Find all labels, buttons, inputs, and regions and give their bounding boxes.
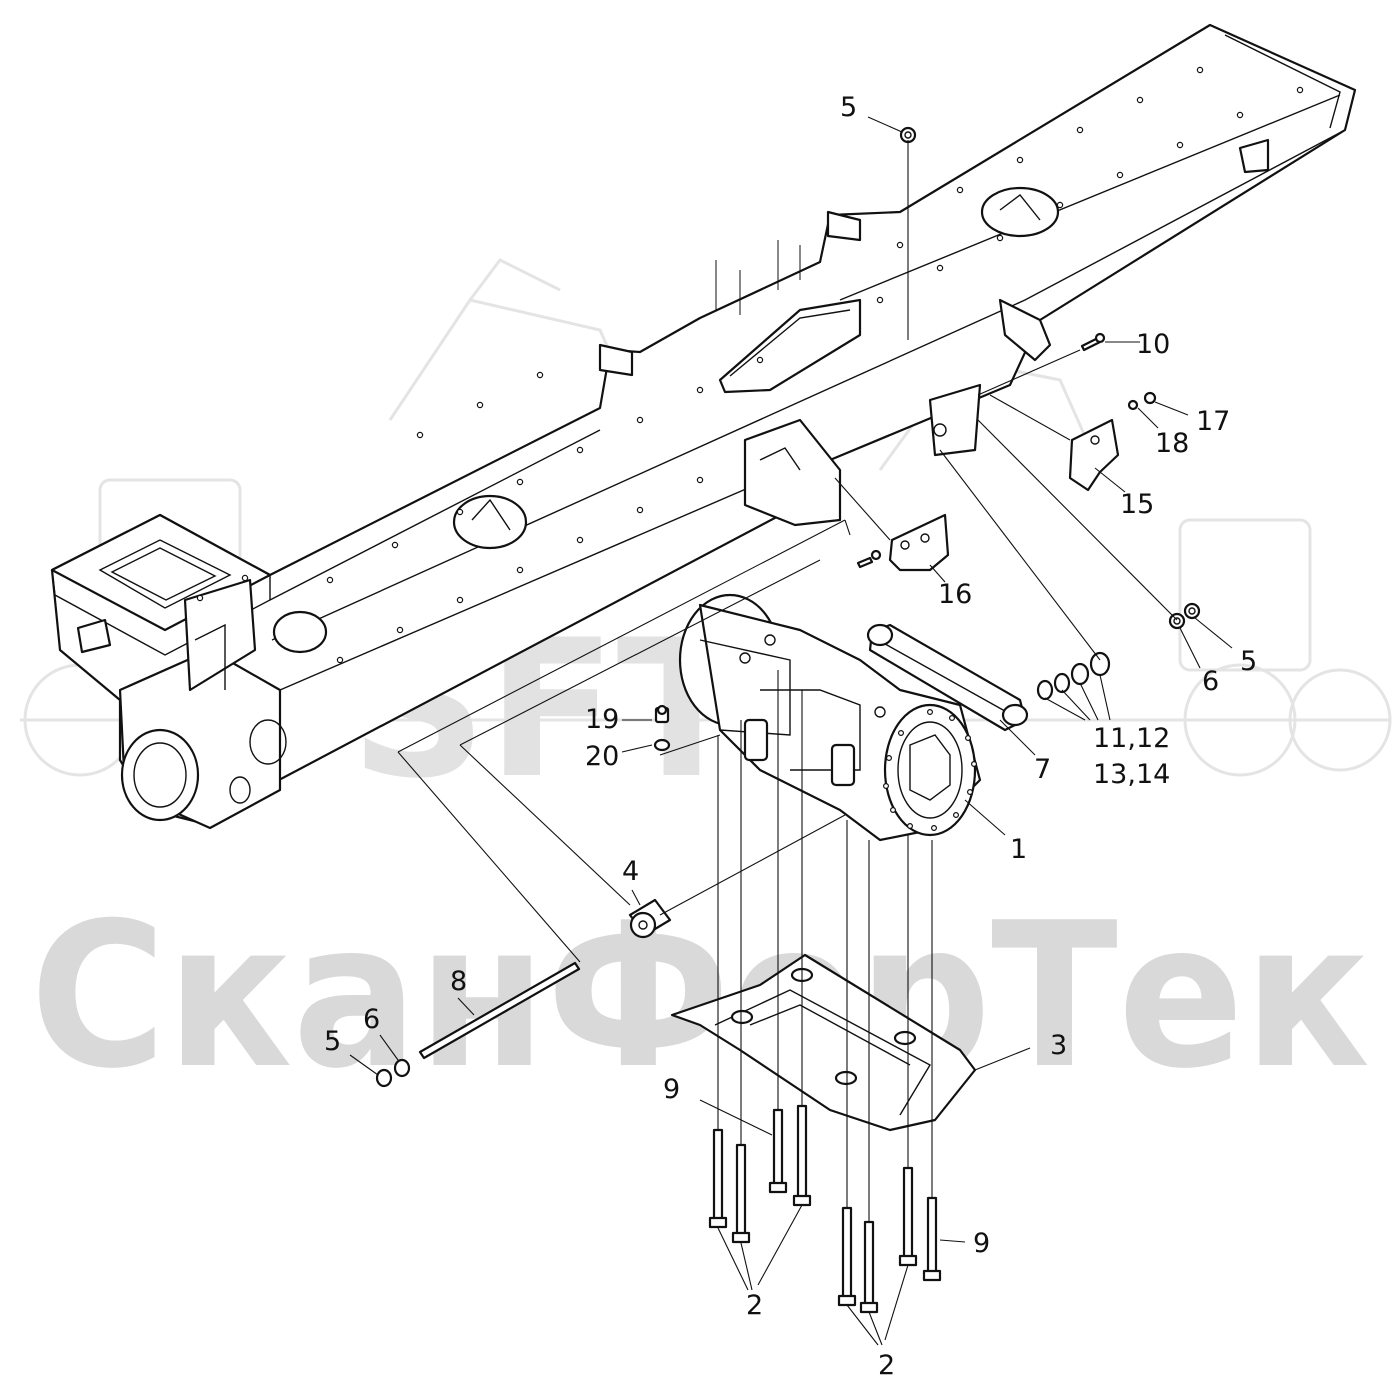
washer-6-left: [393, 1058, 411, 1078]
washers-11-14: [1036, 651, 1111, 701]
callout-2-right: 2: [878, 1350, 895, 1381]
callout-11-12: 11,12: [1093, 723, 1170, 754]
watermark-brand: СканФорТек: [30, 880, 1370, 1113]
fitting-19: [654, 704, 670, 724]
callout-16: 16: [938, 579, 972, 610]
callout-17: 17: [1196, 406, 1230, 437]
callout-6-left: 6: [363, 1004, 380, 1035]
washer-6-right: [1168, 612, 1186, 630]
callout-13-14: 13,14: [1093, 759, 1170, 790]
callout-9-right: 9: [973, 1228, 990, 1259]
frame: [50, 23, 1357, 830]
callout-6-right: 6: [1202, 666, 1219, 697]
plate-16: [888, 513, 950, 572]
callout-7: 7: [1034, 754, 1051, 785]
axle-housing-1: [678, 593, 982, 842]
bolt-17: [1143, 391, 1157, 405]
bolt-16-fastener: [856, 549, 882, 569]
washer-20: [653, 738, 671, 752]
callout-3: 3: [1050, 1030, 1067, 1061]
callout-19: 19: [585, 704, 619, 735]
callout-1: 1: [1010, 834, 1027, 865]
cradle-3: [670, 953, 977, 1132]
callout-20: 20: [585, 741, 619, 772]
watermark: SFT СканФорТек: [20, 258, 1392, 1113]
callout-5-left: 5: [324, 1026, 341, 1057]
callout-10: 10: [1136, 329, 1170, 360]
callout-5-right: 5: [1240, 646, 1257, 677]
nut-5-top: [899, 126, 917, 144]
link-arm-7: [866, 623, 1029, 732]
plate-15: [1068, 418, 1120, 492]
rod-8: [418, 961, 581, 1060]
callout-5-top: 5: [840, 92, 857, 123]
bushing-4: [628, 898, 672, 939]
callout-15: 15: [1120, 489, 1154, 520]
callout-4: 4: [622, 856, 639, 887]
nut-5-right: [1183, 602, 1201, 620]
frame-bolt-holes: [196, 66, 1304, 664]
nut-5-left: [375, 1068, 393, 1088]
leader-lines: [349, 116, 1233, 1346]
callout-18: 18: [1155, 428, 1189, 459]
callout-labels: 1 2 2 3 4 5 5 5 6 6 7 8 9 9 10 11,12 13,…: [324, 92, 1257, 1381]
bolts-9: [708, 1104, 942, 1314]
callout-8: 8: [450, 966, 467, 997]
hub-bolt-ring: [882, 708, 977, 831]
washer-18: [1127, 399, 1139, 411]
bolt-10: [1080, 332, 1106, 352]
callout-2-left: 2: [746, 1290, 763, 1321]
callout-9-left: 9: [663, 1074, 680, 1105]
